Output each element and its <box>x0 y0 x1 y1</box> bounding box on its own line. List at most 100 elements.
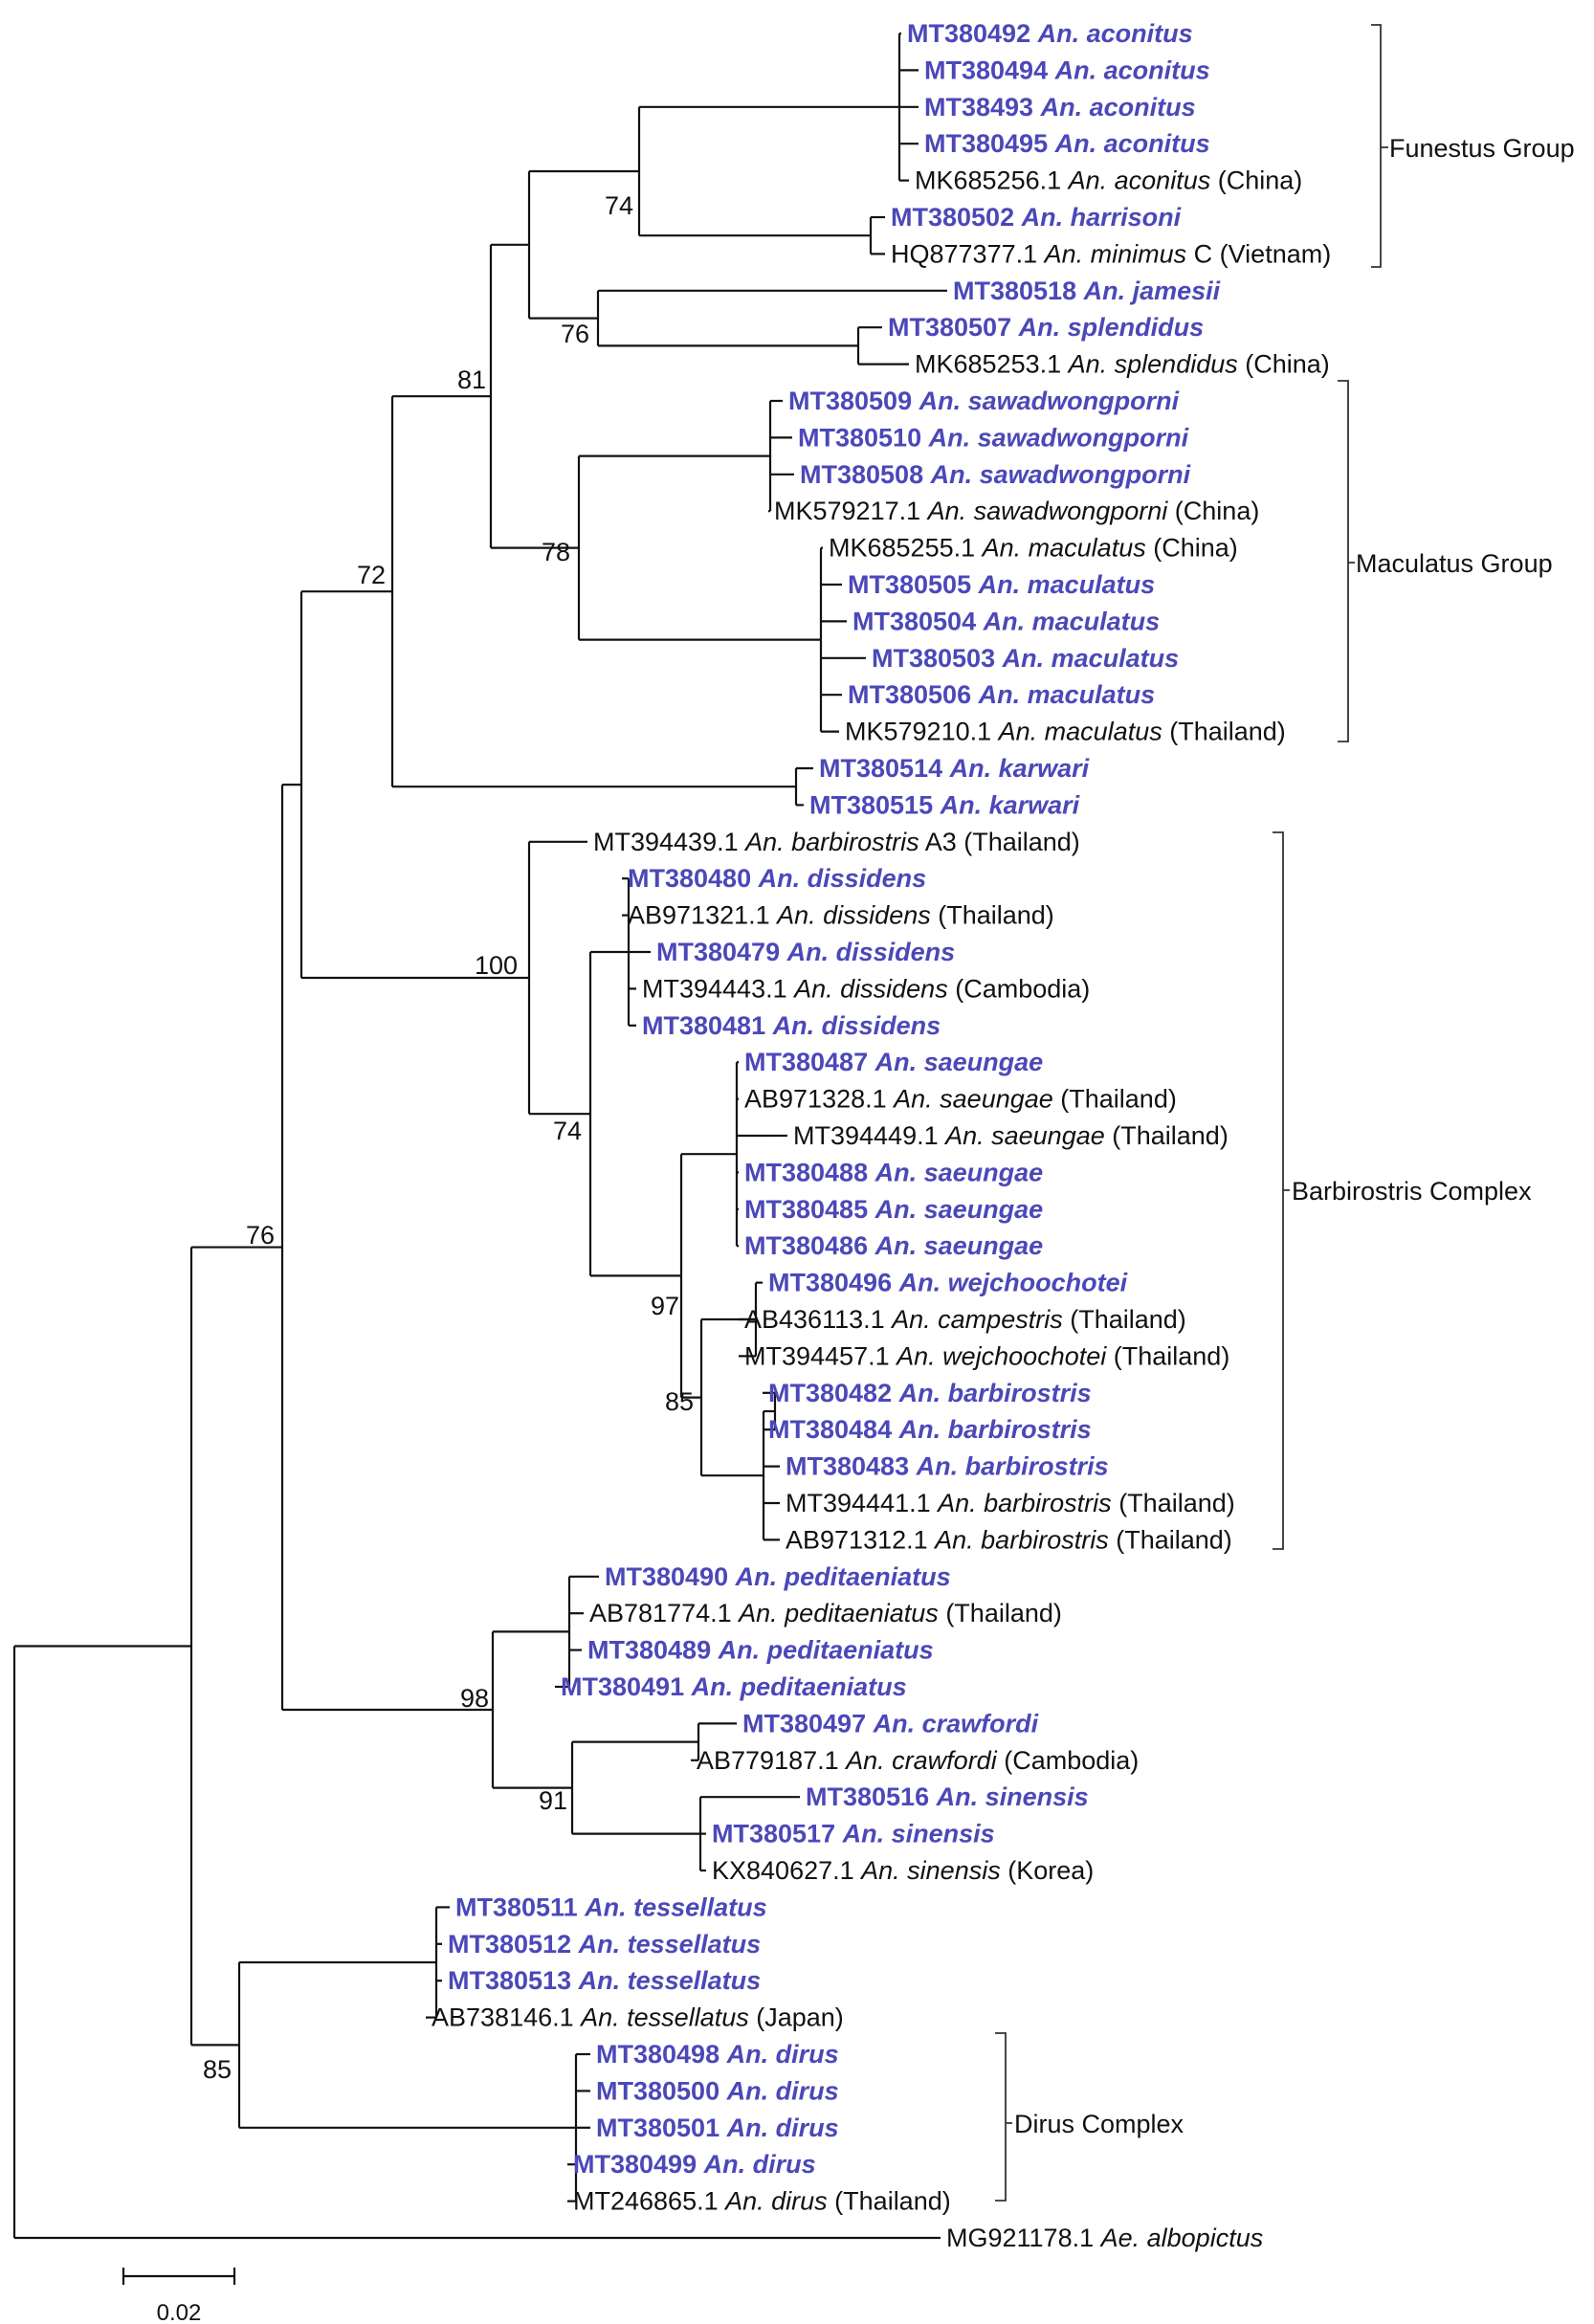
bootstrap-value: 74 <box>605 191 633 220</box>
species: An. crawfordi <box>844 1746 998 1775</box>
origin: (Thailand) <box>828 2187 951 2216</box>
leaf-label: MT380488 An. saeungae <box>744 1158 1043 1186</box>
accession: MT380486 <box>744 1231 875 1260</box>
maculatus-bracket <box>1338 380 1355 742</box>
accession: MT380490 <box>605 1562 736 1591</box>
species: An. sawadwongporni <box>919 387 1180 415</box>
accession: MT380503 <box>872 644 1003 673</box>
species: An. barbirostris <box>936 1489 1112 1517</box>
origin: (China) <box>1210 166 1302 195</box>
bootstrap-value: 76 <box>246 1221 275 1250</box>
species: An. splendidus <box>1067 350 1238 379</box>
leaf-label: MT394443.1 An. dissidens (Cambodia) <box>642 974 1090 1003</box>
leaf-label: MT380499 An. dirus <box>573 2150 816 2179</box>
accession: MT380481 <box>642 1011 773 1040</box>
leaf-label: MT394439.1 An. barbirostris A3 (Thailand… <box>593 828 1080 856</box>
accession: AB781774.1 <box>589 1599 739 1627</box>
leaf-label: MT380481 An. dissidens <box>642 1011 941 1040</box>
accession: MT380510 <box>798 423 929 452</box>
species: An. dissidens <box>786 938 956 966</box>
species: An. saeungae <box>874 1195 1044 1224</box>
species: An. aconitus <box>1037 19 1193 48</box>
leaf-label: MT380484 An. barbirostris <box>768 1415 1092 1444</box>
accession: MT380516 <box>806 1782 937 1811</box>
accession: MT380488 <box>744 1158 875 1186</box>
species: An. sinensis <box>859 1856 1001 1885</box>
origin: (Thailand) <box>1162 718 1286 746</box>
species: An. campestris <box>890 1305 1063 1334</box>
species: An. wejchoochotei <box>898 1269 1128 1297</box>
leaf-label: MT380497 An. crawfordi <box>742 1709 1039 1737</box>
species: An. dissidens <box>758 864 927 893</box>
species: An. karwari <box>940 790 1080 819</box>
species: An. sinensis <box>936 1782 1089 1811</box>
accession: HQ877377.1 <box>891 239 1045 268</box>
accession: MT380482 <box>768 1379 899 1407</box>
accession: MK685256.1 <box>915 166 1069 195</box>
leaf-label: MT380494 An. aconitus <box>924 55 1210 84</box>
species: An. barbirostris <box>916 1452 1109 1481</box>
species: An. sawadwongporni <box>926 497 1169 525</box>
bootstrap-value: 91 <box>539 1786 567 1815</box>
leaf-label: MT380501 An. dirus <box>596 2114 839 2142</box>
origin: C (Vietnam) <box>1186 239 1331 268</box>
leaf-label: MT380513 An. tessellatus <box>448 1966 761 1995</box>
origin: (Thailand) <box>1112 1489 1235 1517</box>
origin: (Thailand) <box>1105 1121 1229 1150</box>
group-label-maculatus: Maculatus Group <box>1356 549 1553 578</box>
species: An. karwari <box>949 754 1090 783</box>
bootstrap-value: 98 <box>460 1684 489 1713</box>
accession: MT380483 <box>786 1452 917 1481</box>
accession: MT380499 <box>573 2150 704 2179</box>
accession: MT38493 <box>924 93 1041 122</box>
species: An. peditaeniatus <box>691 1672 907 1701</box>
species: An. maculatus <box>1002 644 1180 673</box>
species: An. harrisoni <box>1021 203 1182 232</box>
accession: MT380498 <box>596 2040 727 2069</box>
leaf-label: MT380482 An. barbirostris <box>768 1379 1092 1407</box>
leaf-label: MK685256.1 An. aconitus (China) <box>915 166 1302 195</box>
species: An. peditaeniatus <box>737 1599 939 1627</box>
accession: AB971321.1 <box>628 901 777 930</box>
accession: MT394449.1 <box>793 1121 945 1150</box>
accession: MT380504 <box>852 607 984 635</box>
bootstrap-value: 97 <box>651 1292 679 1320</box>
species: An. sinensis <box>842 1820 995 1848</box>
accession: AB738146.1 <box>432 2003 581 2032</box>
dirus-bracket <box>995 2032 1012 2202</box>
leaf-label: MT380496 An. wejchoochotei <box>768 1269 1128 1297</box>
species: An. minimus <box>1043 239 1187 268</box>
origin: (Thailand) <box>931 901 1054 930</box>
accession: MT380517 <box>712 1820 843 1848</box>
leaf-label: MT380480 An. dissidens <box>628 864 926 893</box>
species: An. tessellatus <box>579 2003 749 2032</box>
accession: MT380489 <box>587 1636 719 1665</box>
accession: MT380494 <box>924 55 1055 84</box>
bootstrap-value: 76 <box>561 320 589 348</box>
species: An. dirus <box>726 2040 839 2069</box>
accession: MT380505 <box>848 570 979 599</box>
species: An. aconitus <box>1040 93 1196 122</box>
accession: MT380513 <box>448 1966 579 1995</box>
species: An. tessellatus <box>584 1892 767 1921</box>
barbirostris-bracket <box>1273 831 1290 1550</box>
leaf-label: MT380487 An. saeungae <box>744 1048 1043 1076</box>
species: An. barbirostris <box>898 1379 1092 1407</box>
accession: AB971312.1 <box>786 1525 935 1554</box>
bootstrap-value: 78 <box>542 538 570 566</box>
leaf-label: MT394441.1 An. barbirostris (Thailand) <box>786 1489 1235 1517</box>
species: An. tessellatus <box>578 1966 762 1995</box>
species: An. tessellatus <box>578 1930 762 1959</box>
species: An. barbirostris <box>743 828 919 856</box>
leaf-label: MK685253.1 An. splendidus (China) <box>915 350 1330 379</box>
species: An. saeungae <box>892 1085 1053 1114</box>
leaf-label: MT380518 An. jamesii <box>953 277 1221 305</box>
tree-branches <box>12 32 947 2240</box>
leaf-label: MT380502 An. harrisoni <box>891 203 1182 232</box>
species: An. aconitus <box>1054 129 1210 158</box>
origin: (China) <box>1146 534 1238 563</box>
leaf-label: MT380492 An. aconitus <box>907 19 1193 48</box>
leaf-label: AB971328.1 An. saeungae (Thailand) <box>744 1085 1177 1114</box>
accession: MT380502 <box>891 203 1022 232</box>
accession: MT380492 <box>907 19 1038 48</box>
